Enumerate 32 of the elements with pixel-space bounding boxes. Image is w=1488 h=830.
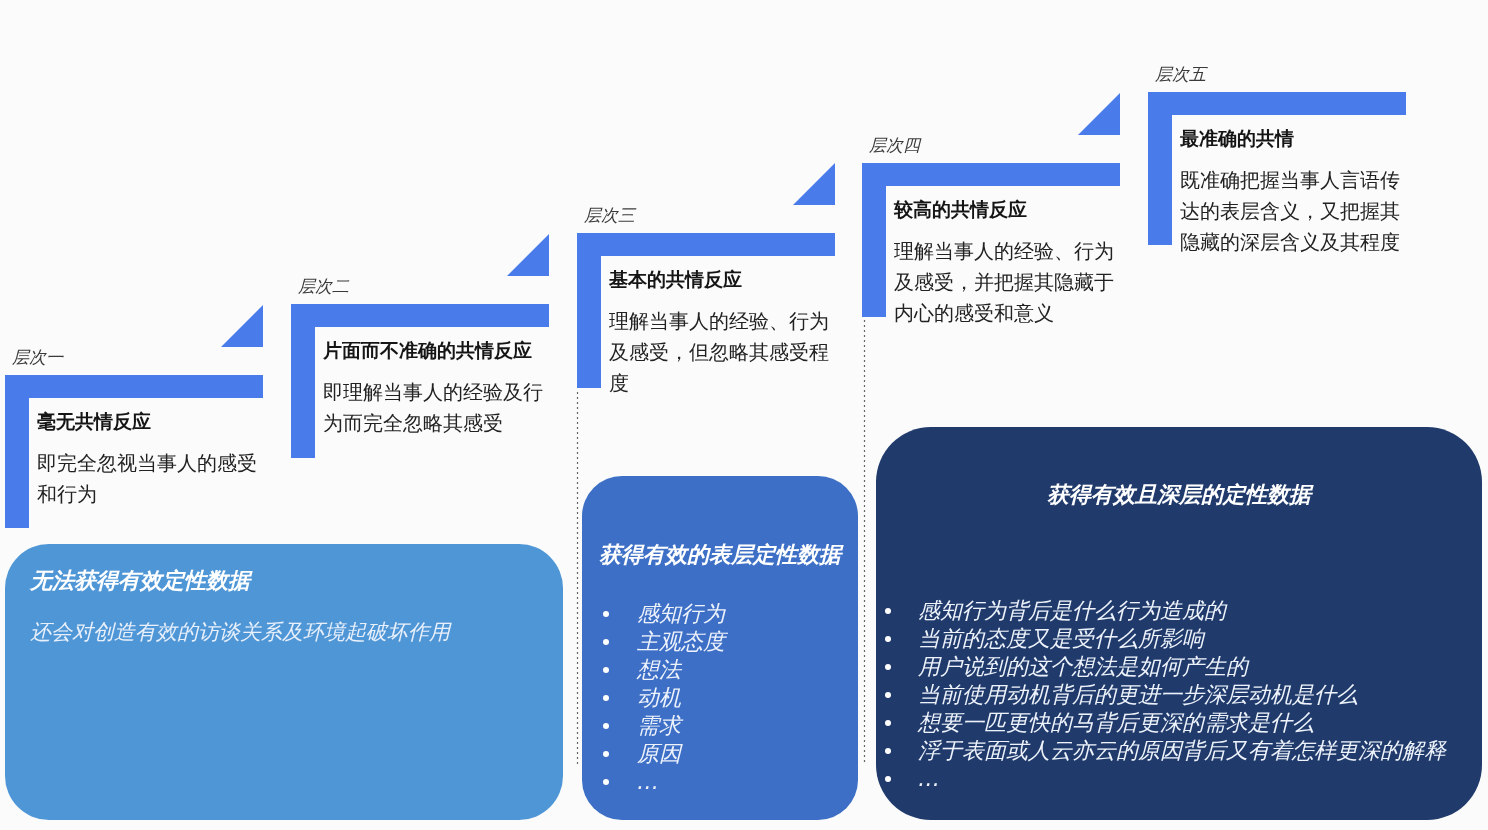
list-item: 浮于表面或人云亦云的原因背后又有着怎样更深的解释 [918, 737, 1446, 765]
list-item: 想要一匹更快的马背后更深的需求是什么 [918, 709, 1314, 737]
list-item: 动机 [637, 684, 681, 712]
step-description: 即完全忽视当事人的感受和行为 [37, 450, 258, 508]
list-item: … [637, 768, 659, 796]
step-heading: 毫无共情反应 [37, 409, 151, 433]
step-heading: 基本的共情反应 [609, 267, 742, 291]
step-description: 理解当事人的经验、行为及感受，并把握其隐藏于内心的感受和意义 [894, 238, 1115, 327]
step-heading: 片面而不准确的共情反应 [323, 338, 532, 362]
step-heading: 最准确的共情 [1180, 126, 1294, 150]
list-item: … [918, 765, 940, 793]
rounded-panel [876, 427, 1482, 820]
step-description: 即理解当事人的经验及行为而完全忽略其感受 [323, 379, 544, 437]
list-item: 感知行为 [637, 600, 725, 628]
step-description: 既准确把握当事人言语传达的表层含义，又把握其隐藏的深层含义及其程度 [1180, 167, 1401, 256]
level-label: 层次三 [584, 205, 635, 225]
list-item: 用户说到的这个想法是如何产生的 [918, 653, 1248, 681]
list-item: 感知行为背后是什么行为造成的 [918, 597, 1226, 625]
step-description: 理解当事人的经验、行为及感受，但忽略其感受程度 [609, 308, 830, 397]
list-item: 当前使用动机背后的更进一步深层动机是什么 [918, 681, 1358, 709]
panel-text: 还会对创造有效的访谈关系及环境起破坏作用 [30, 619, 450, 646]
level-label: 层次五 [1155, 64, 1206, 84]
level-label: 层次一 [12, 347, 63, 367]
list-item: 需求 [637, 712, 681, 740]
list-item: 原因 [637, 740, 681, 768]
step-heading: 较高的共情反应 [894, 197, 1027, 221]
list-item: 当前的态度又是受什么所影响 [918, 625, 1204, 653]
rounded-panel [582, 476, 858, 820]
level-label: 层次二 [298, 276, 349, 296]
level-label: 层次四 [869, 135, 920, 155]
list-item: 想法 [637, 656, 681, 684]
rounded-panel [5, 544, 563, 820]
